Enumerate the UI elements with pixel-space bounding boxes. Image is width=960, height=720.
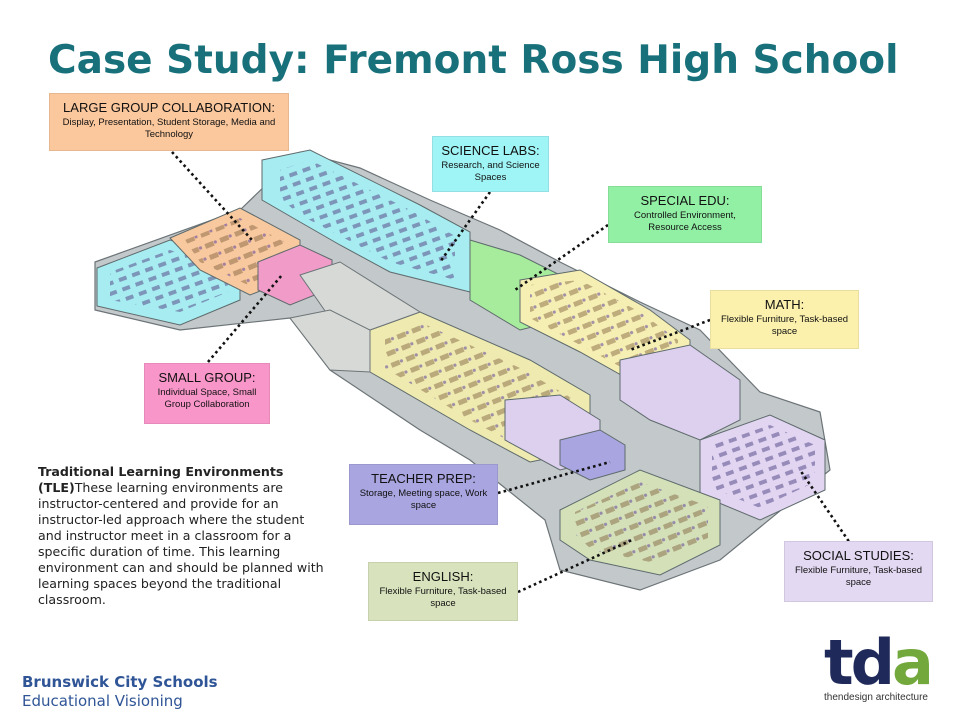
label-description: Controlled Environment, Resource Access: [634, 210, 736, 233]
page-title: Case Study: Fremont Ross High School: [48, 38, 899, 83]
social-studies-rooms: [699, 414, 826, 521]
label-description: Research, and Science Spaces: [441, 160, 540, 183]
label-description: Storage, Meeting space, Work space: [359, 488, 488, 511]
tle-label: Traditional Learning Environments (TLE): [38, 464, 284, 495]
tle-body: These learning environments are instruct…: [38, 480, 324, 607]
teacher-prep-room: [559, 429, 626, 481]
label-small-group: SMALL GROUP: Individual Space, Small Gro…: [144, 363, 270, 424]
label-science-labs: SCIENCE LABS: Research, and Science Spac…: [432, 136, 549, 192]
label-social-studies: SOCIAL STUDIES: Flexible Furniture, Task…: [784, 541, 933, 602]
tle-description: Traditional Learning Environments (TLE)T…: [38, 464, 328, 608]
label-description: Flexible Furniture, Task-based space: [379, 586, 507, 609]
label-description: Individual Space, Small Group Collaborat…: [157, 387, 257, 410]
label-description: Flexible Furniture, Task-based space: [794, 565, 923, 588]
label-heading: TEACHER PREP:: [371, 471, 476, 486]
label-heading: MATH:: [764, 297, 805, 312]
label-description: Display, Presentation, Student Storage, …: [62, 117, 276, 140]
footer-organization: Brunswick City Schools: [22, 673, 218, 691]
label-english: ENGLISH: Flexible Furniture, Task-based …: [368, 562, 518, 621]
logo-letter-a: a: [892, 626, 934, 699]
logo-letter-d: d: [850, 626, 895, 699]
label-math: MATH: Flexible Furniture, Task-based spa…: [710, 290, 859, 349]
label-heading: SCIENCE LABS:: [441, 143, 540, 158]
label-heading: SMALL GROUP:: [158, 370, 256, 385]
leader-lines: [171, 151, 854, 594]
logo-tagline: thendesign architecture: [824, 692, 928, 703]
logo-mark: tda: [824, 630, 934, 696]
circulation-spaces: [289, 261, 422, 373]
label-teacher-prep: TEACHER PREP: Storage, Meeting space, Wo…: [349, 464, 498, 525]
tda-logo: tda thendesign architecture: [822, 630, 952, 710]
science-labs-room: [261, 149, 471, 293]
logo-letter-t: t: [824, 626, 854, 699]
footer-subtitle: Educational Visioning: [22, 692, 183, 710]
label-description: Flexible Furniture, Task-based space: [720, 314, 849, 337]
label-special-edu: SPECIAL EDU: Controlled Environment, Res…: [608, 186, 762, 243]
label-heading: LARGE GROUP COLLABORATION:: [63, 100, 275, 115]
english-rooms: [559, 469, 721, 576]
label-heading: SOCIAL STUDIES:: [803, 548, 914, 563]
label-heading: ENGLISH:: [412, 569, 474, 584]
label-large-group-collaboration: LARGE GROUP COLLABORATION: Display, Pres…: [49, 93, 289, 151]
label-heading: SPECIAL EDU:: [640, 193, 730, 208]
